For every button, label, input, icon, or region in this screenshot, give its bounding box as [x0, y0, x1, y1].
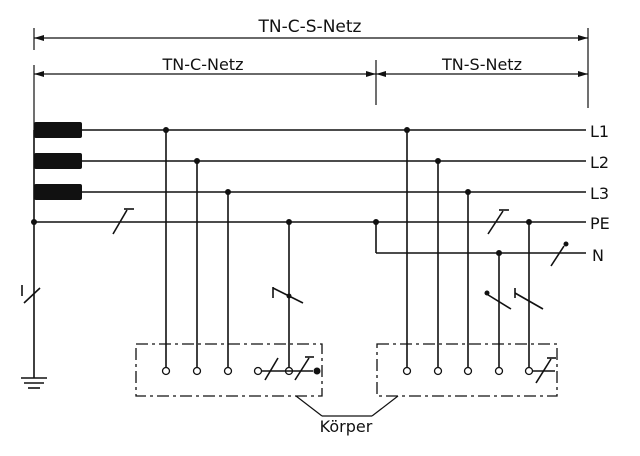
conductor-pen-pe: PE [34, 208, 610, 235]
label-n: N [592, 246, 604, 265]
dimension-tn-c-s: TN-C-S-Netz [33, 17, 589, 108]
conductor-l3: L3 [82, 184, 609, 203]
koerper-annotation: Körper [295, 395, 399, 436]
tn-s-consumer-connections [373, 127, 544, 368]
conductor-l1: L1 [82, 122, 609, 141]
conductor-l2: L2 [82, 153, 609, 172]
label-tn-c-netz: TN-C-Netz [162, 55, 244, 74]
transformer-earthing [21, 130, 47, 389]
conductor-n: N [375, 222, 604, 267]
label-tn-s-netz: TN-S-Netz [441, 55, 522, 74]
transformer-windings [34, 122, 82, 200]
label-l3: L3 [590, 184, 609, 203]
consumer-housing-tn-c [135, 343, 323, 397]
label-l2: L2 [590, 153, 609, 172]
label-koerper: Körper [320, 417, 373, 436]
dimension-tn-c-and-tn-s: TN-C-Netz TN-S-Netz [33, 55, 588, 130]
label-l1: L1 [590, 122, 609, 141]
label-pe: PE [590, 214, 610, 233]
label-tn-c-s-netz: TN-C-S-Netz [258, 17, 362, 37]
consumer-housing-tn-s [376, 343, 558, 397]
tn-c-consumer-connections [163, 127, 304, 368]
